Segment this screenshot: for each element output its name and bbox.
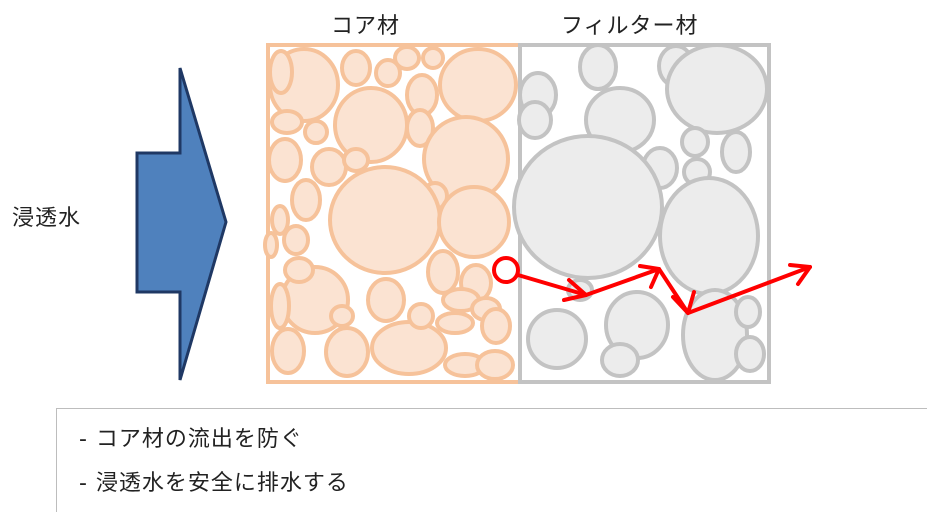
core-particle: [263, 231, 279, 259]
core-particle: [421, 46, 445, 70]
core-particle: [435, 311, 475, 335]
filter-material-block: [512, 43, 771, 384]
flow-origin-marker: [492, 256, 520, 284]
filter-particle: [517, 100, 553, 140]
core-particle: [268, 49, 294, 95]
flow-arrowhead-4: [788, 263, 812, 286]
core-particle: [480, 307, 512, 345]
filter-particle: [734, 295, 762, 329]
filter-diagram: [135, 43, 812, 384]
core-particle: [370, 320, 448, 376]
filter-material-label: フィルター材: [561, 14, 699, 39]
filter-particle: [600, 342, 640, 378]
core-particle: [333, 86, 409, 164]
core-particle: [407, 302, 435, 330]
filter-particle: [734, 335, 766, 373]
core-particle: [374, 58, 402, 88]
filter-particle: [681, 288, 749, 382]
zigzag-arrow-icon: [492, 256, 812, 315]
core-particle: [426, 249, 460, 295]
core-particle: [270, 327, 306, 375]
flow-arrowhead-2: [638, 264, 661, 289]
filter-particle: [720, 130, 752, 174]
core-particle: [290, 178, 322, 222]
notes-panel: - コア材の流出を防ぐ - 浸透水を安全に排水する: [56, 408, 927, 512]
core-material-label: コア材: [331, 14, 401, 39]
note-prevent-core-outflow: - コア材の流出を防ぐ: [79, 427, 303, 452]
core-particle: [310, 147, 348, 187]
core-material-block: [263, 43, 522, 384]
core-particle: [283, 256, 315, 284]
core-particle: [282, 224, 310, 256]
core-particle: [438, 47, 518, 123]
core-particle: [342, 147, 370, 173]
core-particle: [328, 165, 442, 275]
core-particle: [437, 185, 511, 259]
core-particle: [405, 108, 435, 148]
core-particle: [475, 349, 515, 381]
core-particle: [393, 45, 421, 71]
core-particle: [324, 326, 370, 378]
filter-particle: [658, 176, 760, 296]
note-safe-drainage: - 浸透水を安全に排水する: [79, 471, 349, 496]
filter-particle: [578, 43, 618, 91]
filter-particle: [512, 134, 664, 280]
flow-arrowhead-3: [671, 290, 696, 315]
seepage-water-label: 浸透水: [12, 206, 82, 231]
core-particle: [270, 204, 290, 236]
core-particle: [270, 109, 304, 135]
flow-arrowhead-1: [562, 278, 588, 302]
core-particle: [267, 137, 303, 183]
filter-particle: [680, 126, 710, 158]
right-arrow-icon: [135, 67, 228, 381]
core-particle: [269, 282, 291, 330]
filter-particle: [526, 308, 588, 370]
core-particle: [340, 49, 372, 87]
filter-particle: [665, 43, 769, 135]
filter-particles: [512, 43, 769, 382]
core-particle: [329, 304, 355, 328]
core-particles: [263, 45, 518, 381]
core-particle: [303, 119, 329, 145]
core-particle: [366, 277, 406, 323]
